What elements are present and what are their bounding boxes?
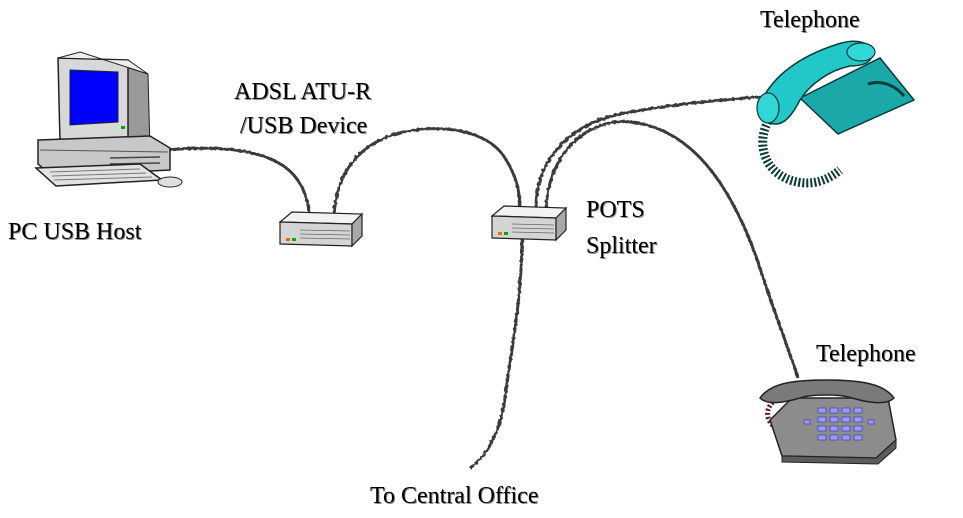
wire-pc-to-modem [164, 146, 312, 219]
wire-splitter-to-bottom-telephone [544, 120, 800, 379]
splitter-label: Splitter [586, 233, 657, 259]
pc-icon [34, 51, 183, 188]
pots-label: POTS [586, 197, 645, 223]
telephone-bottom-icon [759, 379, 897, 465]
wire-modem-to-splitter [332, 127, 522, 217]
telephone-top-icon [756, 40, 916, 188]
central-office-label: To Central Office [370, 483, 539, 509]
telephone-bottom-label: Telephone [816, 341, 916, 367]
keypad [803, 407, 875, 441]
pots-splitter-icon [490, 205, 568, 242]
wire-splitter-to-top-telephone [534, 94, 771, 209]
monitor-screen [69, 69, 119, 126]
usb-device-label: /USB Device [240, 113, 368, 139]
adsl-atu-r-label: ADSL ATU-R [234, 79, 372, 105]
telephone-top-label: Telephone [760, 7, 860, 33]
wire-splitter-to-central-office [469, 237, 524, 470]
pc-usb-host-label: PC USB Host [8, 219, 142, 245]
adsl-modem-icon [278, 211, 364, 248]
